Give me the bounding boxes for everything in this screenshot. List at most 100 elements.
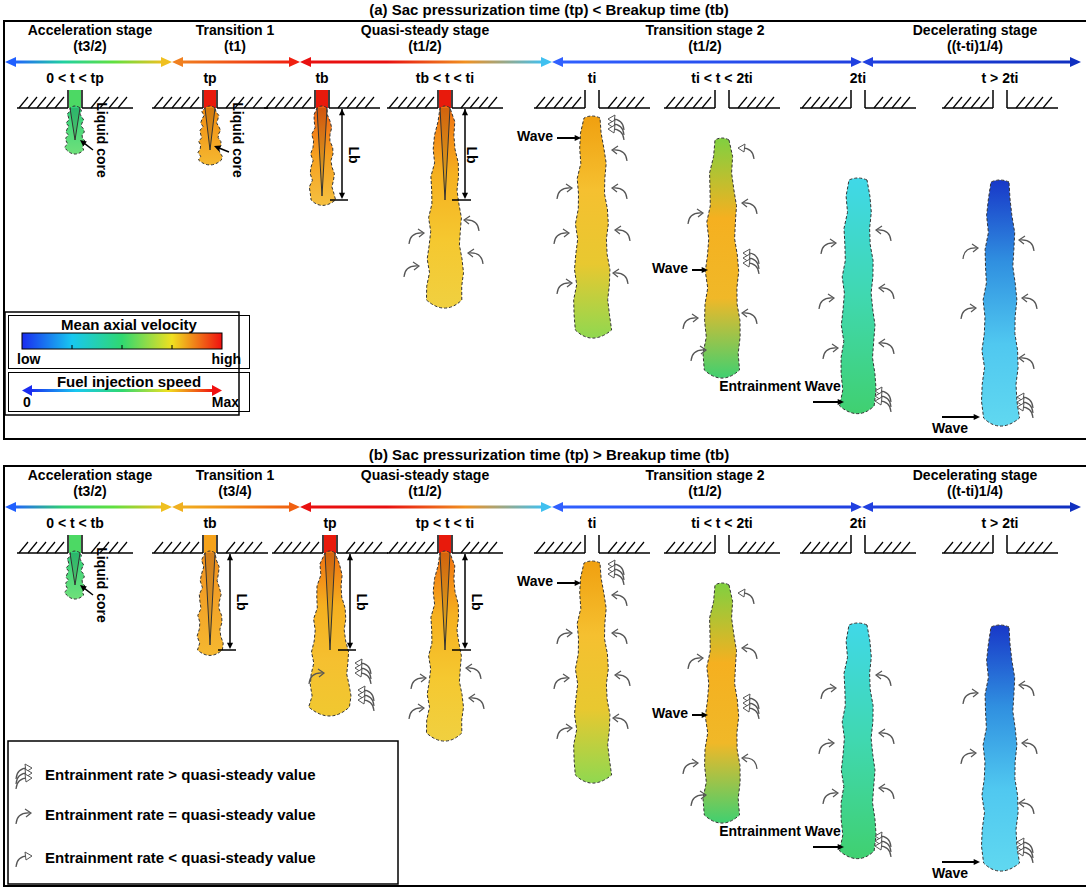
arrow-head (832, 344, 838, 352)
time-label: ti < t < 2ti (691, 515, 752, 531)
nozzle-wall (264, 107, 315, 109)
nozzle-wall (664, 107, 715, 109)
wall-hatch (953, 97, 962, 108)
entrainment-arc (688, 658, 702, 669)
time-label: 0 < t < tb (46, 515, 104, 531)
wall-hatch (407, 542, 416, 553)
arrow-head (464, 216, 470, 224)
entrainment-arrow (961, 304, 976, 319)
arrow-head (742, 644, 748, 652)
spray-plume (703, 138, 740, 378)
nozzle-wall (714, 90, 716, 108)
arrow-head (462, 554, 468, 560)
arrow-head (566, 629, 572, 637)
nozzle-wall (729, 552, 780, 554)
entrainment-arrow (16, 852, 32, 867)
nozzle-wall (714, 535, 716, 553)
entrainment-arrow (743, 694, 759, 719)
arrow-head (80, 140, 87, 146)
wall-hatch (693, 542, 702, 553)
entrainment-arrow (613, 714, 628, 729)
wall-hatch (356, 97, 365, 108)
wall-hatch (284, 97, 293, 108)
wall-hatch (154, 97, 163, 108)
wall-hatch (364, 542, 373, 553)
wall-hatch (302, 97, 311, 108)
nozzle-wall (17, 107, 68, 109)
arrow-head (743, 704, 750, 712)
fuel-in-nozzle (69, 90, 81, 108)
nozzle-wall (864, 535, 866, 553)
entrainment-arrow (608, 115, 624, 140)
arrow-head (5, 57, 16, 67)
spray-plume (427, 106, 464, 308)
entrainment-arrow (963, 244, 978, 259)
wall-hatch (275, 97, 284, 108)
wall-hatch (416, 542, 425, 553)
arrow-head (1070, 502, 1081, 512)
entrainment-arc (963, 248, 977, 259)
entrainment-arrow (411, 674, 426, 689)
entrainment-arc (614, 273, 628, 284)
arrow-head (227, 643, 233, 649)
nozzle-wall (599, 552, 650, 554)
entrainment-arrow (876, 671, 891, 686)
breakup-length-tick (338, 649, 356, 651)
wall-hatch (37, 542, 46, 553)
stage-arrow (13, 506, 164, 509)
stage-arrow (180, 506, 292, 509)
entrainment-arrow (683, 314, 698, 329)
nozzle-wall (451, 535, 453, 553)
entrainment-arrow (409, 229, 424, 244)
arrow-head (692, 314, 698, 322)
wave-label: Wave (932, 865, 968, 881)
arrow-head (697, 209, 703, 217)
wall-hatch (838, 542, 847, 553)
legend-title: Fuel injection speed (9, 374, 249, 390)
wall-hatch (545, 97, 554, 108)
arrow-head (1019, 681, 1025, 689)
arrow-head (318, 669, 324, 677)
wall-hatch (765, 542, 774, 553)
wave-label: Entrainment Wave (719, 378, 841, 394)
entrainment-arc (16, 813, 30, 824)
entrainment-arc (1023, 298, 1037, 309)
wall-hatch (310, 542, 319, 553)
nozzle-wall (850, 535, 852, 553)
nozzle-wall (864, 90, 866, 108)
wall-hatch (962, 97, 971, 108)
arrow-head (612, 629, 618, 637)
arrow-head (25, 852, 32, 860)
arrow-head (1022, 739, 1028, 747)
time-label: tp < t < ti (416, 515, 474, 531)
spray-plume (427, 551, 464, 741)
wall-hatch (19, 97, 28, 108)
entrainment-arrow (742, 644, 757, 659)
stage-arrow (560, 61, 854, 64)
breakup-length-tick (452, 199, 471, 201)
entrainment-arc (554, 678, 568, 689)
arrow-head (742, 309, 748, 317)
arrow-head (347, 554, 353, 560)
rotated-label: Liquid core (94, 102, 110, 177)
arrow-head (702, 267, 708, 273)
wall-hatch (563, 542, 572, 553)
wall-hatch (684, 97, 693, 108)
arrow-head (80, 585, 87, 591)
entrainment-arrow (1019, 236, 1034, 251)
liquid-core (440, 108, 450, 200)
fuel-in-nozzle (316, 90, 328, 108)
entrainment-arrow (468, 249, 483, 264)
entrainment-arc (819, 298, 833, 309)
wall-hatch (811, 542, 820, 553)
nozzle-wall (729, 107, 780, 109)
nozzle-wall (584, 90, 586, 108)
arrow-head (876, 226, 882, 234)
time-label: tb (203, 515, 216, 531)
entrainment-arc (743, 648, 757, 659)
wall-hatch (901, 542, 910, 553)
nozzle-wall (599, 107, 650, 109)
spray-plume (65, 106, 85, 154)
arrow-head (1070, 57, 1081, 67)
arrow-line (557, 137, 577, 139)
